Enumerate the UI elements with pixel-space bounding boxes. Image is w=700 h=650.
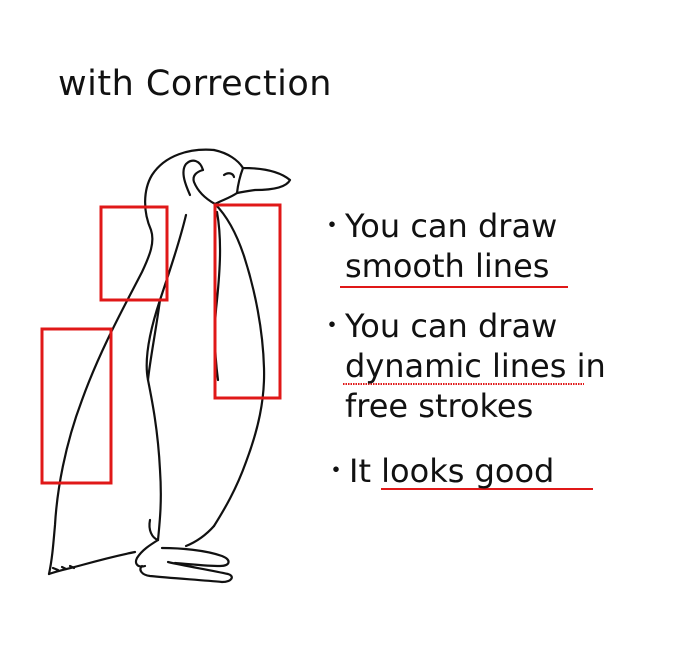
correction-box-back [99, 205, 169, 302]
bullet-dynamic: ・ You can draw dynamic lines in free str… [319, 306, 606, 426]
text-underlines [340, 286, 593, 490]
bullet-marker: ・ [323, 456, 350, 486]
bullet-line: free strokes [345, 387, 534, 425]
penguin-drawing [47, 148, 292, 584]
bullet-line: You can draw [345, 307, 558, 345]
page-title: with Correction [58, 64, 332, 104]
correction-box-chest [213, 203, 282, 400]
bullet-marker: ・ [319, 311, 346, 341]
bullet-marker: ・ [319, 211, 346, 241]
bullet-looks-good: ・ It looks good [323, 451, 555, 491]
bullet-line: You can draw [345, 207, 558, 245]
bullet-line: It looks good [349, 452, 555, 490]
bullet-line: smooth lines [345, 247, 550, 285]
bullet-smooth: ・ You can draw smooth lines [319, 206, 558, 286]
correction-box-tail [40, 327, 113, 485]
bullet-line: dynamic lines in [345, 347, 606, 385]
correction-boxes [40, 203, 282, 485]
